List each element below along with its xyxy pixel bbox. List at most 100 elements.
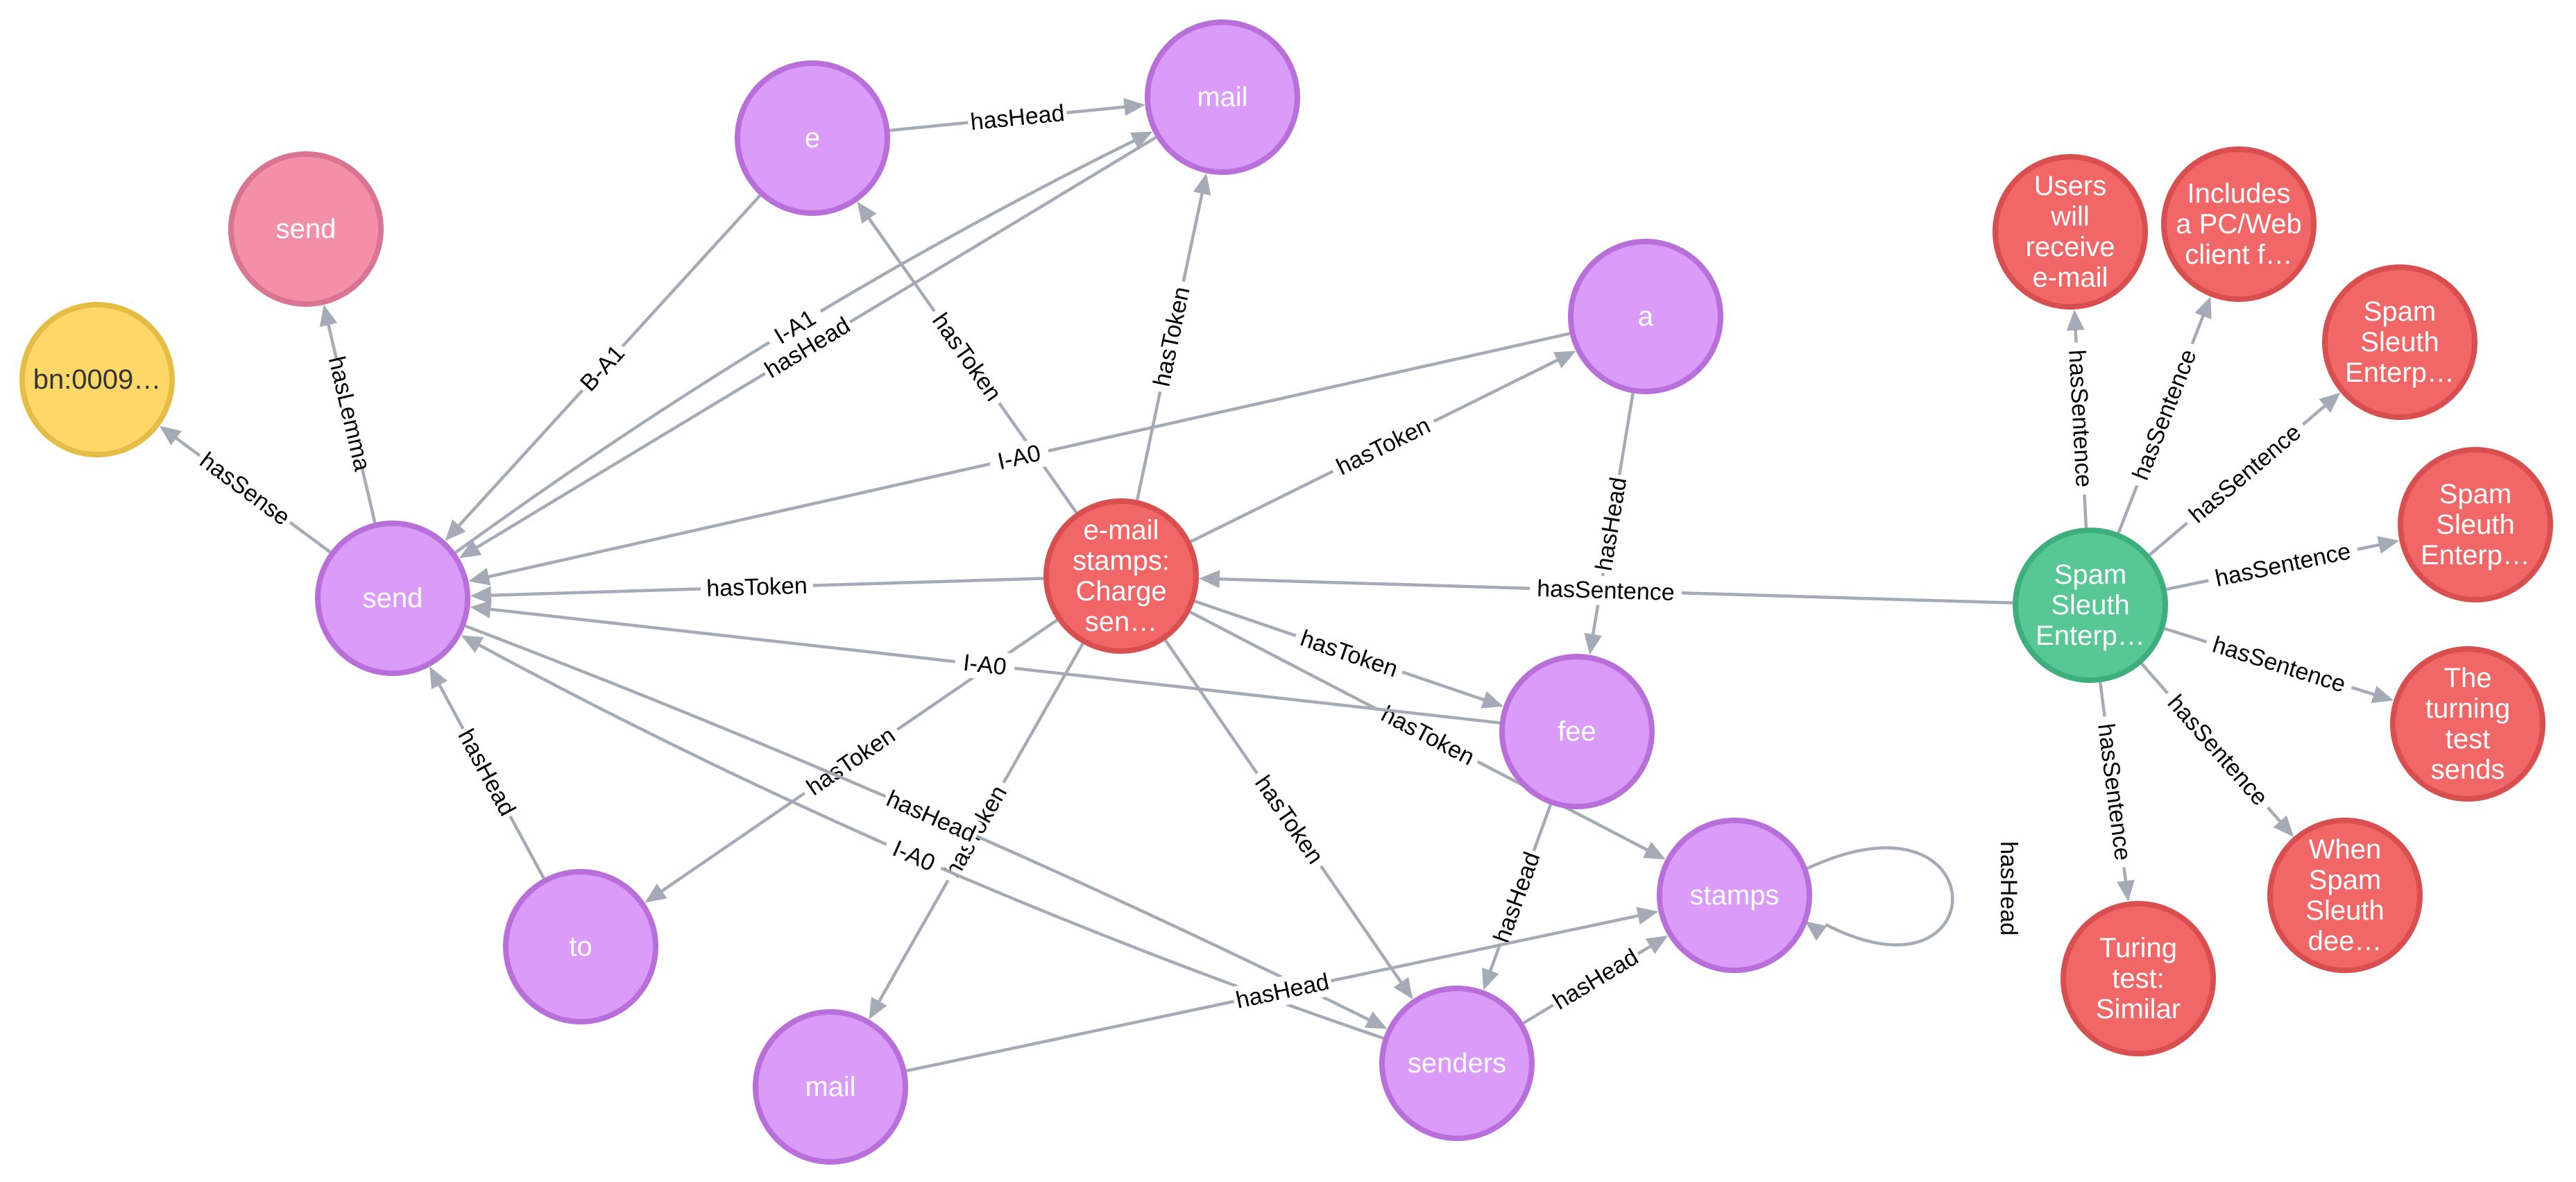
node-senders[interactable]: senders [1379, 986, 1535, 1141]
edge-e-mail_top[interactable]: hasHead [889, 98, 1145, 137]
node-circle [1379, 986, 1535, 1141]
node-circle [1499, 654, 1655, 809]
edge-label-background [922, 303, 1012, 412]
arrowhead [2273, 815, 2294, 837]
edge-spam_doc-s_turing[interactable]: hasSentence [2090, 682, 2139, 902]
arrowhead [869, 997, 887, 1020]
node-label: mail [1197, 82, 1247, 112]
arrowhead [1584, 632, 1603, 655]
node-bn[interactable]: bn:0009… [19, 302, 175, 457]
edge-send-bn[interactable]: hasSense [160, 425, 332, 554]
edge-e-send[interactable]: B-A1 [445, 194, 762, 541]
arrowhead [459, 539, 482, 559]
node-e[interactable]: e [735, 60, 890, 216]
node-s_when[interactable]: WhenSpamSleuthdee… [2267, 818, 2423, 973]
edge-label-group: hasSentence [2177, 413, 2313, 534]
node-s_spam1[interactable]: SpamSleuthEnterp… [2322, 264, 2477, 420]
node-circle [19, 302, 175, 457]
edge-a-send[interactable]: I-A0 [468, 332, 1571, 586]
edge-label-group: hasHead [1486, 845, 1548, 949]
node-label: Includes [2187, 178, 2291, 209]
edge-label: hasToken [1148, 285, 1195, 389]
edge-label-group: hasToken [1145, 278, 1198, 395]
edge-label-group: I-A0 [953, 647, 1016, 683]
edge-label: hasSentence [2163, 690, 2274, 811]
edge-send-send_lemma[interactable]: hasLemma [319, 305, 377, 523]
edge-stamps-stamps[interactable]: hasHead [1804, 838, 2023, 947]
edge-label-background [2123, 338, 2206, 491]
edge-spam_doc-email_sentence[interactable]: hasSentence [1198, 570, 2013, 608]
edge-spam_doc-s_when[interactable]: hasSentence [2140, 662, 2294, 837]
node-send[interactable]: send [315, 521, 470, 676]
edge-label-group: hasLemma [322, 354, 377, 473]
node-stamps[interactable]: stamps [1657, 818, 1812, 973]
node-label: stamps [1690, 880, 1780, 911]
edge-label-background [1994, 838, 2023, 938]
edge-email_sentence-mail_top[interactable]: hasToken [1135, 173, 1211, 500]
edge-label-background [880, 783, 983, 850]
edge-label-group: hasHead [1994, 838, 2023, 938]
node-mail_bottom[interactable]: mail [753, 1009, 908, 1165]
edge-label: hasHead [1549, 944, 1643, 1015]
edge-fee-send[interactable]: I-A0 [470, 600, 1500, 725]
arrowhead [2319, 392, 2341, 413]
edge-label-group: hasSentence [2156, 683, 2279, 818]
edge-label: hasSentence [2127, 346, 2201, 484]
node-label: Sleuth [2436, 509, 2514, 540]
node-label: Similar [2096, 994, 2181, 1024]
node-send_lemma[interactable]: send [228, 151, 384, 307]
edge-email_sentence-a[interactable]: hasToken [1190, 351, 1576, 543]
edge-label-background [1529, 573, 1682, 608]
edge-label-background [987, 437, 1052, 478]
node-label: turning [2425, 693, 2510, 724]
node-spam_doc[interactable]: SpamSleuthEnterp… [2013, 527, 2168, 683]
arrowhead [2371, 686, 2394, 703]
node-label: stamps: [1073, 546, 1170, 576]
edge-label-group: hasToken [1371, 696, 1485, 775]
edge-label-group: hasHead [1545, 941, 1646, 1018]
arrowhead [319, 305, 338, 328]
edge-label-group: hasHead [1231, 966, 1334, 1016]
edge-email_sentence-send[interactable]: hasToken [470, 571, 1044, 605]
edge-label-background [966, 98, 1068, 137]
edge-spam_doc-s_turning[interactable]: hasSentence [2164, 627, 2394, 703]
edge-label-group: hasSentence [2123, 338, 2206, 491]
node-label: send [276, 214, 336, 244]
node-label: test: [2112, 963, 2165, 994]
node-label: Turing [2099, 933, 2177, 963]
edge-senders-stamps[interactable]: hasHead [1522, 935, 1669, 1024]
node-label: Spam [2364, 296, 2437, 327]
node-s_spam2[interactable]: SpamSleuthEnterp… [2398, 447, 2553, 602]
node-label: Enterp… [2036, 620, 2145, 651]
edge-label: hasHead [1488, 849, 1545, 947]
node-circle [2013, 527, 2168, 683]
edge-label-background [1291, 621, 1407, 686]
edge-a-fee[interactable]: hasHead [1584, 393, 1635, 655]
node-circle [1145, 19, 1300, 175]
edge-to-send[interactable]: hasHead [429, 666, 545, 879]
edge-label: hasToken [1249, 770, 1329, 868]
arrowhead [461, 635, 484, 653]
node-label: e [805, 123, 820, 153]
edge-label-group: I-A0 [987, 437, 1052, 478]
node-label: Users [2034, 171, 2106, 201]
edge-mail_bottom-stamps[interactable]: hasHead [906, 906, 1659, 1072]
node-to[interactable]: to [503, 869, 658, 1024]
edge-email_sentence-senders[interactable]: hasToken [1163, 639, 1413, 999]
edge-label-background [1545, 941, 1646, 1018]
edge-label: hasSense [195, 447, 295, 530]
edge-fee-senders[interactable]: hasHead [1482, 804, 1552, 990]
node-fee[interactable]: fee [1499, 654, 1655, 809]
node-mail_top[interactable]: mail [1145, 19, 1300, 175]
edge-label-background [2061, 341, 2099, 496]
node-a[interactable]: a [1568, 239, 1723, 394]
edge-label-background [2206, 535, 2360, 595]
edge-spam_doc-s_spam2[interactable]: hasSentence [2166, 535, 2400, 595]
node-email_sentence[interactable]: e-mailstamps:Chargesen… [1043, 498, 1199, 654]
edge-spam_doc-s_users[interactable]: hasSentence [2061, 309, 2099, 528]
